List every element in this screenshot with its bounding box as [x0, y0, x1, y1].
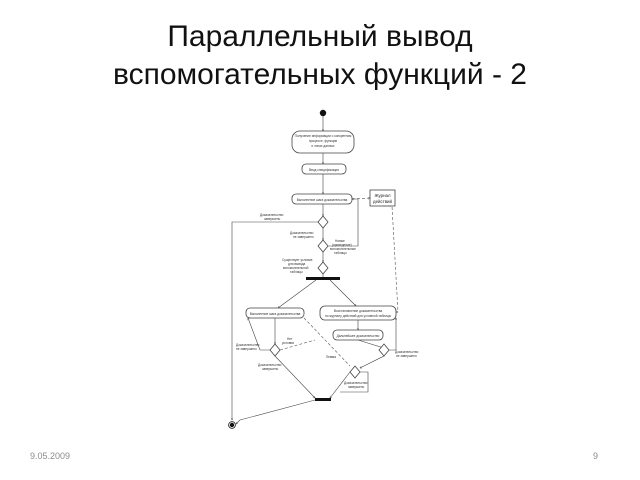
- label-new-table-3: вспомогательные: [330, 247, 356, 251]
- label-condition-4: таблицы: [290, 270, 303, 274]
- decision-left: [269, 343, 281, 357]
- node-journal-l2: действий: [373, 199, 392, 204]
- label-lemma: Лемма: [326, 355, 336, 359]
- label-proof-done-top-2: завершено: [264, 217, 281, 221]
- label-proof-done-mid-2: завершено: [262, 367, 279, 371]
- node-input-spec-label: Ввод спецификации: [309, 168, 339, 172]
- node-get-info-l2: процессе, функции: [309, 139, 338, 143]
- label-proof-done-right-2: завершено: [348, 385, 365, 389]
- node-get-info-l1: Получение информации о конкретном: [295, 134, 352, 138]
- label-condition-2: для вывода: [288, 262, 306, 266]
- label-no-reason-2: условия: [282, 341, 294, 345]
- label-proof-done-right-1: Доказательство: [344, 381, 368, 385]
- slide-page-number: 9: [592, 451, 598, 461]
- label-proof-not-done-left-1: Доказательство: [236, 343, 260, 347]
- decision-right: [378, 343, 390, 357]
- join-bar: [315, 398, 331, 401]
- label-proof-not-done-right-2: не завершено: [396, 354, 417, 358]
- node-further-proof-label: Дальнейшее доказательство: [337, 334, 380, 338]
- title-line-1: Параллельный вывод: [167, 20, 473, 53]
- label-condition-1: Существует условие: [282, 258, 313, 262]
- decision-condition: [317, 261, 329, 275]
- node-exec-step-label: Выполнение шага доказательства: [297, 198, 348, 202]
- decision-new-table: [317, 239, 329, 253]
- node-exec-step-2-label: Выполнение шага доказательства: [250, 312, 301, 316]
- node-get-info-l3: и типах данных: [312, 144, 335, 148]
- label-proof-not-done-left-2: не завершено: [236, 347, 257, 351]
- final-node: [229, 422, 235, 428]
- slide-title: Параллельный вывод вспомогательных функц…: [0, 18, 640, 94]
- node-journal-l1: Журнал: [374, 193, 390, 198]
- slide-date: 9.05.2009: [30, 451, 71, 461]
- title-line-2: вспомогательных функций - 2: [113, 58, 527, 91]
- label-proof-done-top-1: Доказательство: [260, 213, 284, 217]
- node-input-spec: [301, 163, 347, 175]
- fork-bar: [306, 277, 340, 280]
- initial-node: [319, 109, 327, 117]
- node-restore-proof-l2: по журналу действий для условной таблицы: [325, 314, 392, 318]
- node-restore-proof-l1: Восстановление доказательства: [334, 309, 383, 313]
- decision-lower: [349, 365, 361, 379]
- label-new-table-2: (приведение): [332, 243, 352, 247]
- label-proof-not-done-top-1: Доказательство: [290, 231, 314, 235]
- label-proof-done-mid-1: Доказательство: [258, 363, 282, 367]
- label-proof-not-done-top-2: не завершено: [293, 235, 314, 239]
- label-no-reason-1: Нет: [287, 337, 293, 341]
- label-proof-not-done-right-1: Доказательство: [395, 350, 419, 354]
- label-new-table-4: таблицы: [334, 251, 347, 255]
- label-new-table-1: Новые: [335, 239, 345, 243]
- label-condition-3: вспомогательной: [283, 266, 309, 270]
- decision-proof-done: [317, 215, 329, 229]
